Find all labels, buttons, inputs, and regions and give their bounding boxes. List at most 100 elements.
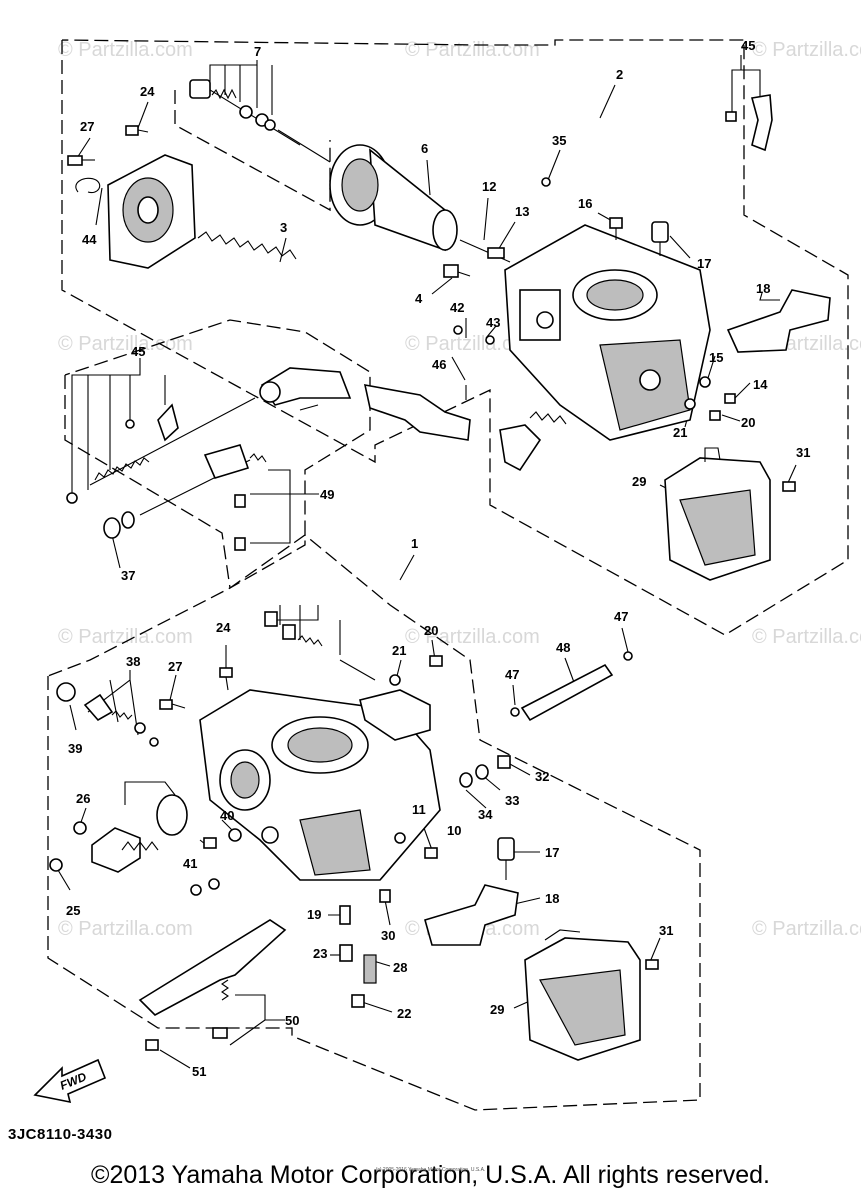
callout-28: 28 <box>393 960 407 975</box>
callout-1: 1 <box>411 536 418 551</box>
screw-10 <box>424 847 438 859</box>
washer-21-upper <box>684 398 696 410</box>
callout-44: 44 <box>82 232 97 247</box>
callout-30: 30 <box>381 928 395 943</box>
callout-43: 43 <box>486 315 500 330</box>
watermark: © Partzilla.com <box>752 626 861 648</box>
callout-47-left: 47 <box>505 667 519 682</box>
float-bowl-29-lower <box>524 929 641 1061</box>
bracket-18-lower <box>424 884 519 946</box>
callout-19: 19 <box>307 907 321 922</box>
callout-24-lower: 24 <box>216 620 231 635</box>
bracket-21-20-lower <box>359 655 443 741</box>
lever-45-upper <box>725 94 773 152</box>
o-ring-35 <box>541 177 551 187</box>
lever-spring-upper <box>499 411 567 472</box>
callout-40: 40 <box>220 808 234 823</box>
callout-20-lower: 20 <box>424 623 438 638</box>
watermark: © Partzilla.com <box>58 39 193 61</box>
callout-31-upper: 31 <box>796 445 810 460</box>
fine-print: (c) 2005-2016 Yamaha Motor Corporation, … <box>375 1167 486 1173</box>
callout-labels: 45 7 2 24 27 6 35 12 13 16 17 18 3 44 4 … <box>66 38 810 1079</box>
bracket-18-upper <box>726 289 831 353</box>
screw-14 <box>724 393 736 404</box>
callout-22: 22 <box>397 1006 411 1021</box>
callout-39: 39 <box>68 741 82 756</box>
callout-18-lower: 18 <box>545 891 559 906</box>
forward-direction-arrow: FWD <box>33 1058 107 1104</box>
callout-12: 12 <box>482 179 496 194</box>
mixture-assembly-upper-lower <box>264 611 376 681</box>
callout-29-upper: 29 <box>632 474 646 489</box>
callout-45-middle: 45 <box>131 344 145 359</box>
screw-31-lower <box>645 959 659 970</box>
mount-plate <box>138 919 287 1016</box>
screw-24-lower <box>219 667 233 691</box>
callout-6: 6 <box>421 141 428 156</box>
callout-24: 24 <box>140 84 155 99</box>
washer-42 <box>453 325 463 335</box>
callout-38: 38 <box>126 654 140 669</box>
watermark: © Partzilla.com <box>405 39 540 61</box>
subgroup-boundary-1 <box>174 90 331 212</box>
lower-assembly-boundary <box>47 534 701 1111</box>
callout-29-lower: 29 <box>490 1002 504 1017</box>
washers-32-33-34 <box>459 755 511 788</box>
callout-47-right: 47 <box>614 609 628 624</box>
callout-3: 3 <box>280 220 287 235</box>
callout-41: 41 <box>183 856 197 871</box>
carburetor-body-lower <box>199 689 441 881</box>
jets-19-23-28-22 <box>339 905 377 1008</box>
callout-10: 10 <box>447 823 461 838</box>
part-code: 3JC8110-3430 <box>8 1126 113 1143</box>
piston-valve-6 <box>329 144 458 252</box>
washer-11 <box>394 832 406 844</box>
callout-34: 34 <box>478 807 493 822</box>
washer-15 <box>699 376 711 388</box>
screws-40-41 <box>203 828 242 849</box>
callout-50: 50 <box>285 1013 299 1028</box>
watermark: © Partzilla.com <box>752 39 861 61</box>
callout-25: 25 <box>66 903 80 918</box>
callout-23: 23 <box>313 946 327 961</box>
screw-4 <box>443 264 471 278</box>
watermark: © Partzilla.com <box>752 918 861 940</box>
callout-7: 7 <box>254 44 261 59</box>
spring-lower <box>121 794 188 851</box>
washer-43 <box>485 335 495 345</box>
diaphragm-cover-25-26 <box>49 821 141 873</box>
washer-37 <box>103 511 135 539</box>
watermarks: © Partzilla.com © Partzilla.com © Partzi… <box>58 39 861 940</box>
callout-20-upper: 20 <box>741 415 755 430</box>
screw-20-upper <box>709 410 721 421</box>
screw-16 <box>609 217 623 240</box>
watermark: © Partzilla.com <box>58 626 193 648</box>
callout-17-upper: 17 <box>697 256 711 271</box>
diaphragm-cover-44 <box>75 154 196 269</box>
callout-18-upper: 18 <box>756 281 770 296</box>
screw-24 <box>125 125 149 136</box>
sensor-17-lower <box>497 837 515 880</box>
callout-21-lower: 21 <box>392 643 406 658</box>
watermark: © Partzilla.com <box>405 626 540 648</box>
throttle-shaft-45 <box>66 397 256 504</box>
callout-2: 2 <box>616 67 623 82</box>
callout-37: 37 <box>121 568 135 583</box>
assembly-boundaries <box>47 39 849 1111</box>
callout-35: 35 <box>552 133 566 148</box>
copyright-notice: ©2013 Yamaha Motor Corporation, U.S.A. A… <box>91 1161 770 1189</box>
callout-31-lower: 31 <box>659 923 673 938</box>
callout-51: 51 <box>192 1064 206 1079</box>
screw-27 <box>67 155 95 166</box>
screw-31-upper <box>782 481 796 492</box>
callout-13: 13 <box>515 204 529 219</box>
callout-45: 45 <box>741 38 755 53</box>
callout-42: 42 <box>450 300 464 315</box>
callout-46: 46 <box>432 357 446 372</box>
callout-16: 16 <box>578 196 592 211</box>
callout-48: 48 <box>556 640 570 655</box>
callout-33: 33 <box>505 793 519 808</box>
spring-3 <box>197 231 297 260</box>
callout-27-lower: 27 <box>168 659 182 674</box>
callout-26: 26 <box>76 791 90 806</box>
